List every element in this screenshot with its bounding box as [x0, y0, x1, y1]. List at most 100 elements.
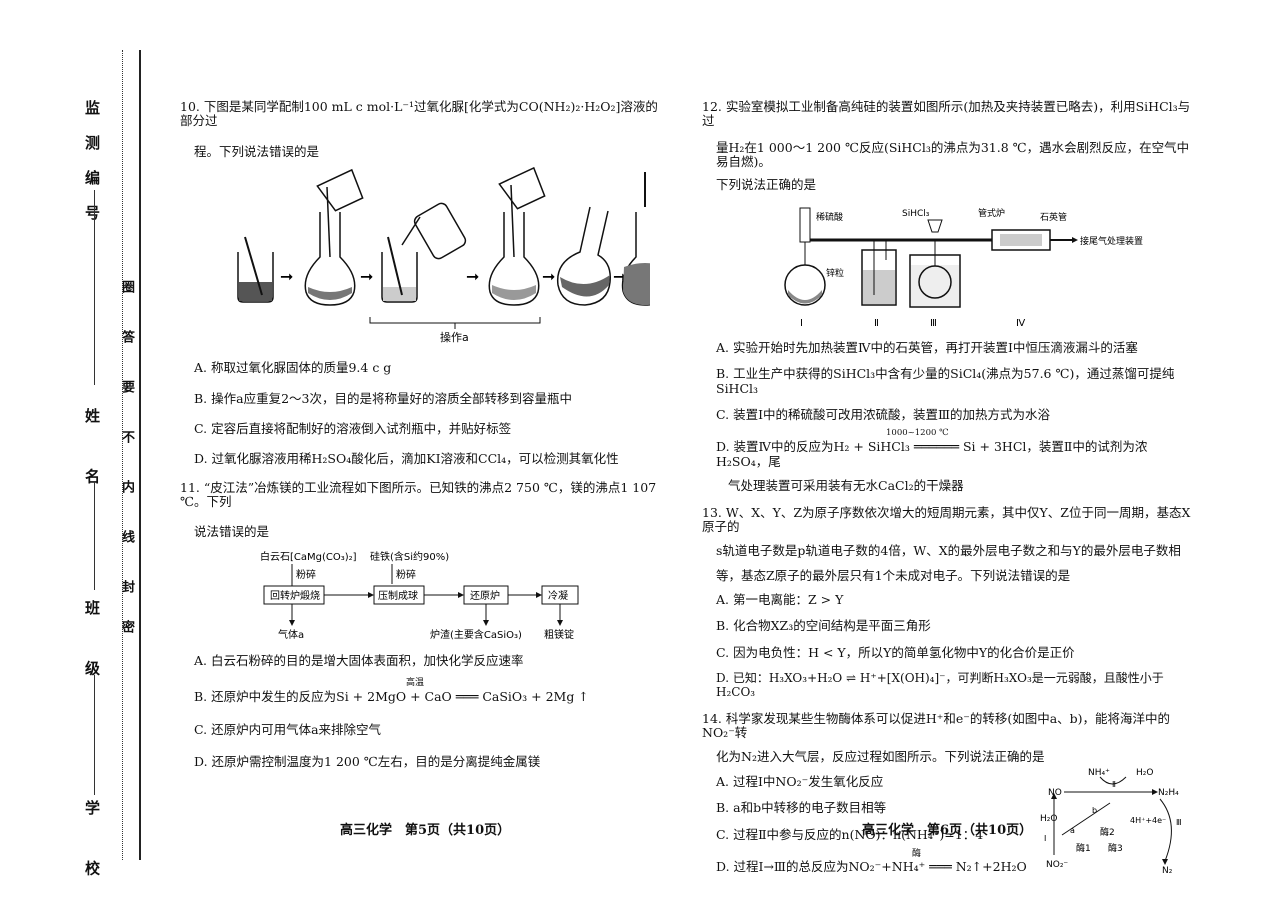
- q11-option-c[interactable]: C. 还原炉内可用气体a来排除空气: [194, 721, 382, 737]
- fig-nh4: NH₄⁺: [1088, 768, 1110, 778]
- seal-char: 内: [119, 480, 134, 493]
- seal-char: 密: [119, 620, 134, 633]
- svg-text:➞: ➞: [466, 267, 479, 286]
- flask-final-dropper-icon: [621, 172, 650, 306]
- q13-option-b[interactable]: B. 化合物XZ₃的空间结构是平面三角形: [716, 618, 931, 634]
- volumetric-flask-pour-icon: [304, 169, 364, 306]
- q11-option-a[interactable]: A. 白云石粉碎的目的是增大固体表面积，加快化学反应速率: [194, 652, 524, 668]
- q14-option-b[interactable]: B. a和b中转移的电子数目相等: [716, 800, 887, 816]
- seal-char: 线: [119, 530, 134, 543]
- right-page-footer: 高三化学 第6页（共10页）: [862, 823, 1033, 838]
- label-exhaust: 接尾气处理装置: [1080, 235, 1143, 247]
- q11-option-b: B. 还原炉中发生的反应为Si + 2MgO + CaO ═══ CaSiO₃ …: [194, 689, 589, 705]
- q12-option-d-condition: 1000~1200 ℃: [886, 428, 949, 439]
- q14-stem-line2: 化为N₂进入大气层，反应过程如图所示。下列说法正确的是: [716, 749, 1045, 765]
- label-name: 姓 名: [83, 408, 101, 504]
- q13-stem-line3: 等，基态Z原子的最外层只有1个未成对电子。下列说法错误的是: [716, 567, 1071, 583]
- q13-option-c[interactable]: C. 因为电负性：H < Y，所以Y的简单氢化物中Y的化合价是正价: [716, 644, 1075, 660]
- q11-option-b-wrap[interactable]: B. 还原炉中发生的反应为Si + 2MgO + CaO ═══ CaSiO₃ …: [194, 678, 670, 705]
- seal-char: 圈: [119, 280, 134, 293]
- q14-enzyme-cycle-diagram: NH₄⁺ H₂O NO N₂H₄ Ⅱ H₂O Ⅰ a b 酶1 酶2 酶3 4H…: [1040, 768, 1182, 873]
- fig-n2: N₂: [1162, 866, 1173, 873]
- q11-stem-line2: 说法错误的是: [194, 524, 270, 540]
- beaker-stirring-icon: [237, 236, 274, 303]
- left-page-footer: 高三化学 第5页（共10页）: [340, 823, 511, 838]
- class-line: [94, 675, 95, 795]
- q12-stem-line3: 下列说法正确的是: [716, 176, 817, 192]
- seal-char: 不: [119, 430, 134, 443]
- right-column: 12. 实验室模拟工业制备高纯硅的装置如图所示(加热及夹持装置已略去)，利用Si…: [702, 99, 1192, 875]
- name-line: [94, 482, 95, 590]
- label-tube-furnace: 管式炉: [978, 207, 1005, 219]
- exam-number-line: [94, 190, 95, 385]
- seal-char: 答: [119, 330, 134, 343]
- label-class: 班 级: [83, 600, 101, 696]
- seal-char: 要: [119, 380, 134, 393]
- q11-option-d[interactable]: D. 还原炉需控制温度为1 200 ℃左右，目的是分离提纯金属镁: [194, 753, 541, 769]
- q11-process-flowchart: 白云石[CaMg(CO₃)₂] 硅铁(含Si约90%) 粉碎 粉碎 回转炉煅烧 …: [260, 550, 579, 641]
- water-bath-flask-icon: [909, 219, 961, 308]
- flask-with-dropping-funnel-icon: [784, 207, 826, 306]
- volumetric-flask-transfer-icon: [488, 167, 546, 306]
- fig-b: b: [1092, 806, 1097, 815]
- dotted-cut-line: [122, 50, 123, 860]
- flow-crush1: 粉碎: [296, 568, 316, 581]
- flask-shaking-icon: [556, 206, 611, 306]
- seal-char: 封: [119, 580, 134, 593]
- fig-h2o-top: H₂O: [1136, 768, 1153, 778]
- q11-option-b-condition: 高温: [406, 678, 425, 689]
- q10-option-c[interactable]: C. 定容后直接将配制好的溶液倒入试剂瓶中，并贴好标签: [194, 420, 512, 436]
- svg-text:➞: ➞: [360, 267, 373, 286]
- binding-margin: 监测编号 姓 名 班 级 学 校 圈 答 要 不 内 线 封 密: [0, 0, 141, 900]
- q12-option-b[interactable]: B. 工业生产中获得的SiHCl₃中含有少量的SiCl₄(沸点为57.6 ℃)，…: [716, 366, 1175, 396]
- q14-option-d-wrap[interactable]: D. 过程Ⅰ→Ⅲ的总反应为NO₂⁻+NH₄⁺ ═══ N₂↑+2H₂O 酶: [716, 849, 1192, 874]
- q12-stem-line2: 量H₂在1 000～1 200 ℃反应(SiHCl₃的沸点为31.8 ℃，遇水会…: [716, 139, 1190, 170]
- flow-crush2: 粉碎: [396, 568, 416, 581]
- q12-option-a[interactable]: A. 实验开始时先加热装置Ⅳ中的石英管，再打开装置Ⅰ中恒压滴液漏斗的活塞: [716, 339, 1138, 355]
- fig-enz1: 酶1: [1076, 842, 1091, 854]
- q13-option-a[interactable]: A. 第一电离能：Z > Y: [716, 592, 844, 607]
- q14-option-d: D. 过程Ⅰ→Ⅲ的总反应为NO₂⁻+NH₄⁺ ═══ N₂↑+2H₂O: [716, 858, 1027, 874]
- fig-h2o-left: H₂O: [1040, 814, 1057, 824]
- left-column: 10. 下图是某同学配制100 mL c mol·L⁻¹过氧化脲[化学式为CO(…: [180, 99, 670, 769]
- q13-stem-line1: 13. W、X、Y、Z为原子序数依次增大的短周期元素，其中仅Y、Z位于同一周期，…: [702, 504, 1191, 534]
- label-exam-number: 监测编号: [83, 100, 101, 240]
- q14-option-c[interactable]: C. 过程Ⅱ中参与反应的n(NO)：n(NH₄⁺)=1：4: [716, 826, 984, 842]
- svg-text:➞: ➞: [280, 267, 293, 286]
- q14-stem-line1: 14. 科学家发现某些生物酶体系可以促进H⁺和e⁻的转移(如图中a、b)，能将海…: [702, 710, 1171, 741]
- flow-box2: 压制成球: [378, 589, 418, 602]
- q13-stem-line2: s轨道电子数是p轨道电子数的4倍，W、X的最外层电子数之和与Y的最外层电子数相: [716, 543, 1181, 559]
- q10-option-d[interactable]: D. 过氧化脲溶液用稀H₂SO₄酸化后，滴加KI溶液和CCl₄，可以检测其氧化性: [194, 451, 619, 467]
- fig-enz3: 酶3: [1108, 842, 1123, 854]
- label-sihcl3: SiHCl₃: [902, 209, 930, 219]
- q10-stem-line1: 10. 下图是某同学配制100 mL c mol·L⁻¹过氧化脲[化学式为CO(…: [180, 99, 658, 129]
- apparatus-num-1: Ⅰ: [800, 318, 803, 329]
- flow-raw2: 硅铁(含Si约90%): [370, 550, 449, 563]
- fig-ii: Ⅱ: [1112, 780, 1116, 789]
- q12-option-d-wrap[interactable]: D. 装置Ⅳ中的反应为H₂ + SiHCl₃ ══════ Si + 3HCl，…: [716, 429, 1192, 469]
- flow-out2: 炉渣(主要含CaSiO₃): [430, 628, 522, 641]
- q12-option-c[interactable]: C. 装置Ⅰ中的稀硫酸可改用浓硫酸，装置Ⅲ的加热方式为水浴: [716, 407, 1051, 422]
- flow-box3: 还原炉: [470, 590, 500, 602]
- q14-options-block: A. 过程Ⅰ中NO₂⁻发生氧化反应 B. a和b中转移的电子数目相等 C. 过程…: [702, 768, 1192, 875]
- tube-furnace-icon: [991, 229, 1078, 251]
- q13-option-d[interactable]: D. 已知：H₃XO₃+H₂O ⇌ H⁺+[X(OH)₄]⁻，可判断H₃XO₃是…: [716, 671, 1164, 699]
- q10-option-b[interactable]: B. 操作a应重复2～3次，目的是将称量好的溶质全部转移到容量瓶中: [194, 390, 572, 406]
- fig-no2: NO₂⁻: [1046, 860, 1068, 870]
- apparatus-num-4: Ⅳ: [1016, 318, 1026, 329]
- q12-apparatus-figure: 稀硫酸 锌粒 SiHCl₃: [784, 207, 1143, 329]
- flow-box4: 冷凝: [548, 589, 568, 602]
- apparatus-num-2: Ⅱ: [874, 318, 879, 329]
- q10-option-a[interactable]: A. 称取过氧化脲固体的质量9.4 c g: [194, 360, 392, 376]
- fig-enz2: 酶2: [1100, 826, 1115, 838]
- q10-stem-line2: 程。下列说法错误的是: [194, 143, 320, 159]
- fig-i: Ⅰ: [1044, 834, 1046, 843]
- label-zinc: 锌粒: [826, 267, 844, 279]
- fig-a: a: [1070, 826, 1075, 835]
- q12-stem-line1: 12. 实验室模拟工业制备高纯硅的装置如图所示(加热及夹持装置已略去)，利用Si…: [702, 99, 1191, 129]
- q14-option-a[interactable]: A. 过程Ⅰ中NO₂⁻发生氧化反应: [716, 773, 884, 789]
- flow-raw1: 白云石[CaMg(CO₃)₂]: [260, 550, 357, 563]
- label-dilute-h2so4: 稀硫酸: [816, 211, 843, 223]
- fig-no: NO: [1048, 788, 1062, 798]
